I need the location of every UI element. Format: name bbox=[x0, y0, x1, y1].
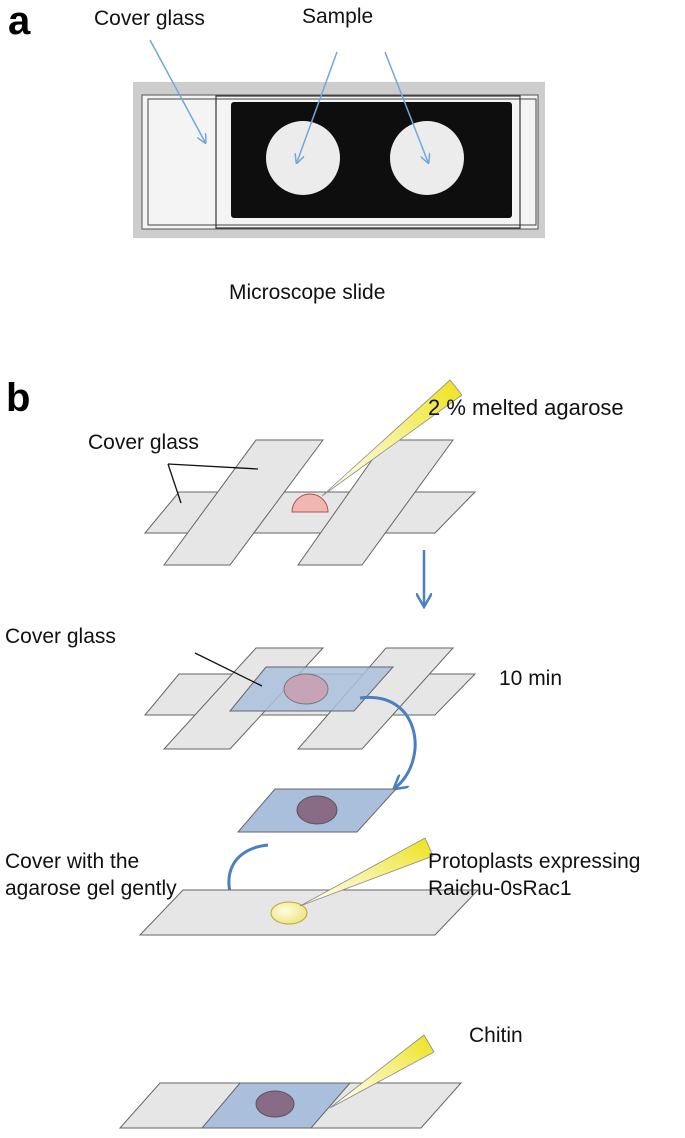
leader-cover-glass-2 bbox=[167, 463, 182, 504]
leader-cover-glass-step2 bbox=[194, 652, 263, 687]
step1-slide-assembly bbox=[143, 439, 477, 566]
step1-cover-glass-label: Cover glass bbox=[88, 431, 199, 454]
step2-slide-assembly bbox=[143, 647, 477, 750]
curved-flow-arrow-1 bbox=[359, 695, 417, 788]
agarose-droplet bbox=[291, 493, 329, 513]
sample-spot-left bbox=[266, 121, 340, 195]
pipette-agarose bbox=[321, 379, 463, 497]
slide-inner-border bbox=[147, 98, 537, 226]
protoplast-droplet bbox=[270, 901, 308, 925]
slide-caption: Microscope slide bbox=[229, 281, 385, 304]
flipped-gel bbox=[296, 795, 338, 825]
step2-agarose-gel bbox=[283, 673, 329, 705]
instruction-line-1: Cover with the bbox=[5, 850, 139, 873]
arrow-to-cover-glass bbox=[149, 39, 205, 142]
instruction-line-2: agarose gel gently bbox=[5, 877, 177, 900]
pipette-chitin bbox=[329, 1034, 435, 1109]
step1-cover-glass-right bbox=[297, 439, 454, 566]
cover-glass-label-a: Cover glass bbox=[94, 7, 205, 30]
step2-time-label: 10 min bbox=[499, 667, 562, 690]
step3-slide bbox=[138, 889, 480, 936]
pipette-protoplast bbox=[299, 837, 434, 907]
cover-glass-outline bbox=[215, 95, 521, 229]
chitin-label: Chitin bbox=[469, 1024, 523, 1047]
step2-cover-glass-label: Cover glass bbox=[5, 625, 116, 648]
sample-label: Sample bbox=[302, 5, 373, 28]
step4-gel bbox=[255, 1090, 295, 1118]
leader-cover-glass-1 bbox=[167, 463, 259, 470]
panel-a-letter: a bbox=[8, 0, 31, 43]
protoplast-label-line-2: Raichu-0sRac1 bbox=[428, 877, 572, 900]
agarose-label: 2 % melted agarose bbox=[428, 395, 624, 420]
arrow-to-sample-left bbox=[297, 51, 338, 162]
protoplast-label-line-1: Protoplasts expressing bbox=[428, 850, 640, 873]
arrow-to-sample-right bbox=[384, 51, 428, 162]
step1-cover-glass-left bbox=[163, 439, 324, 566]
panel-b-letter: b bbox=[6, 376, 30, 420]
